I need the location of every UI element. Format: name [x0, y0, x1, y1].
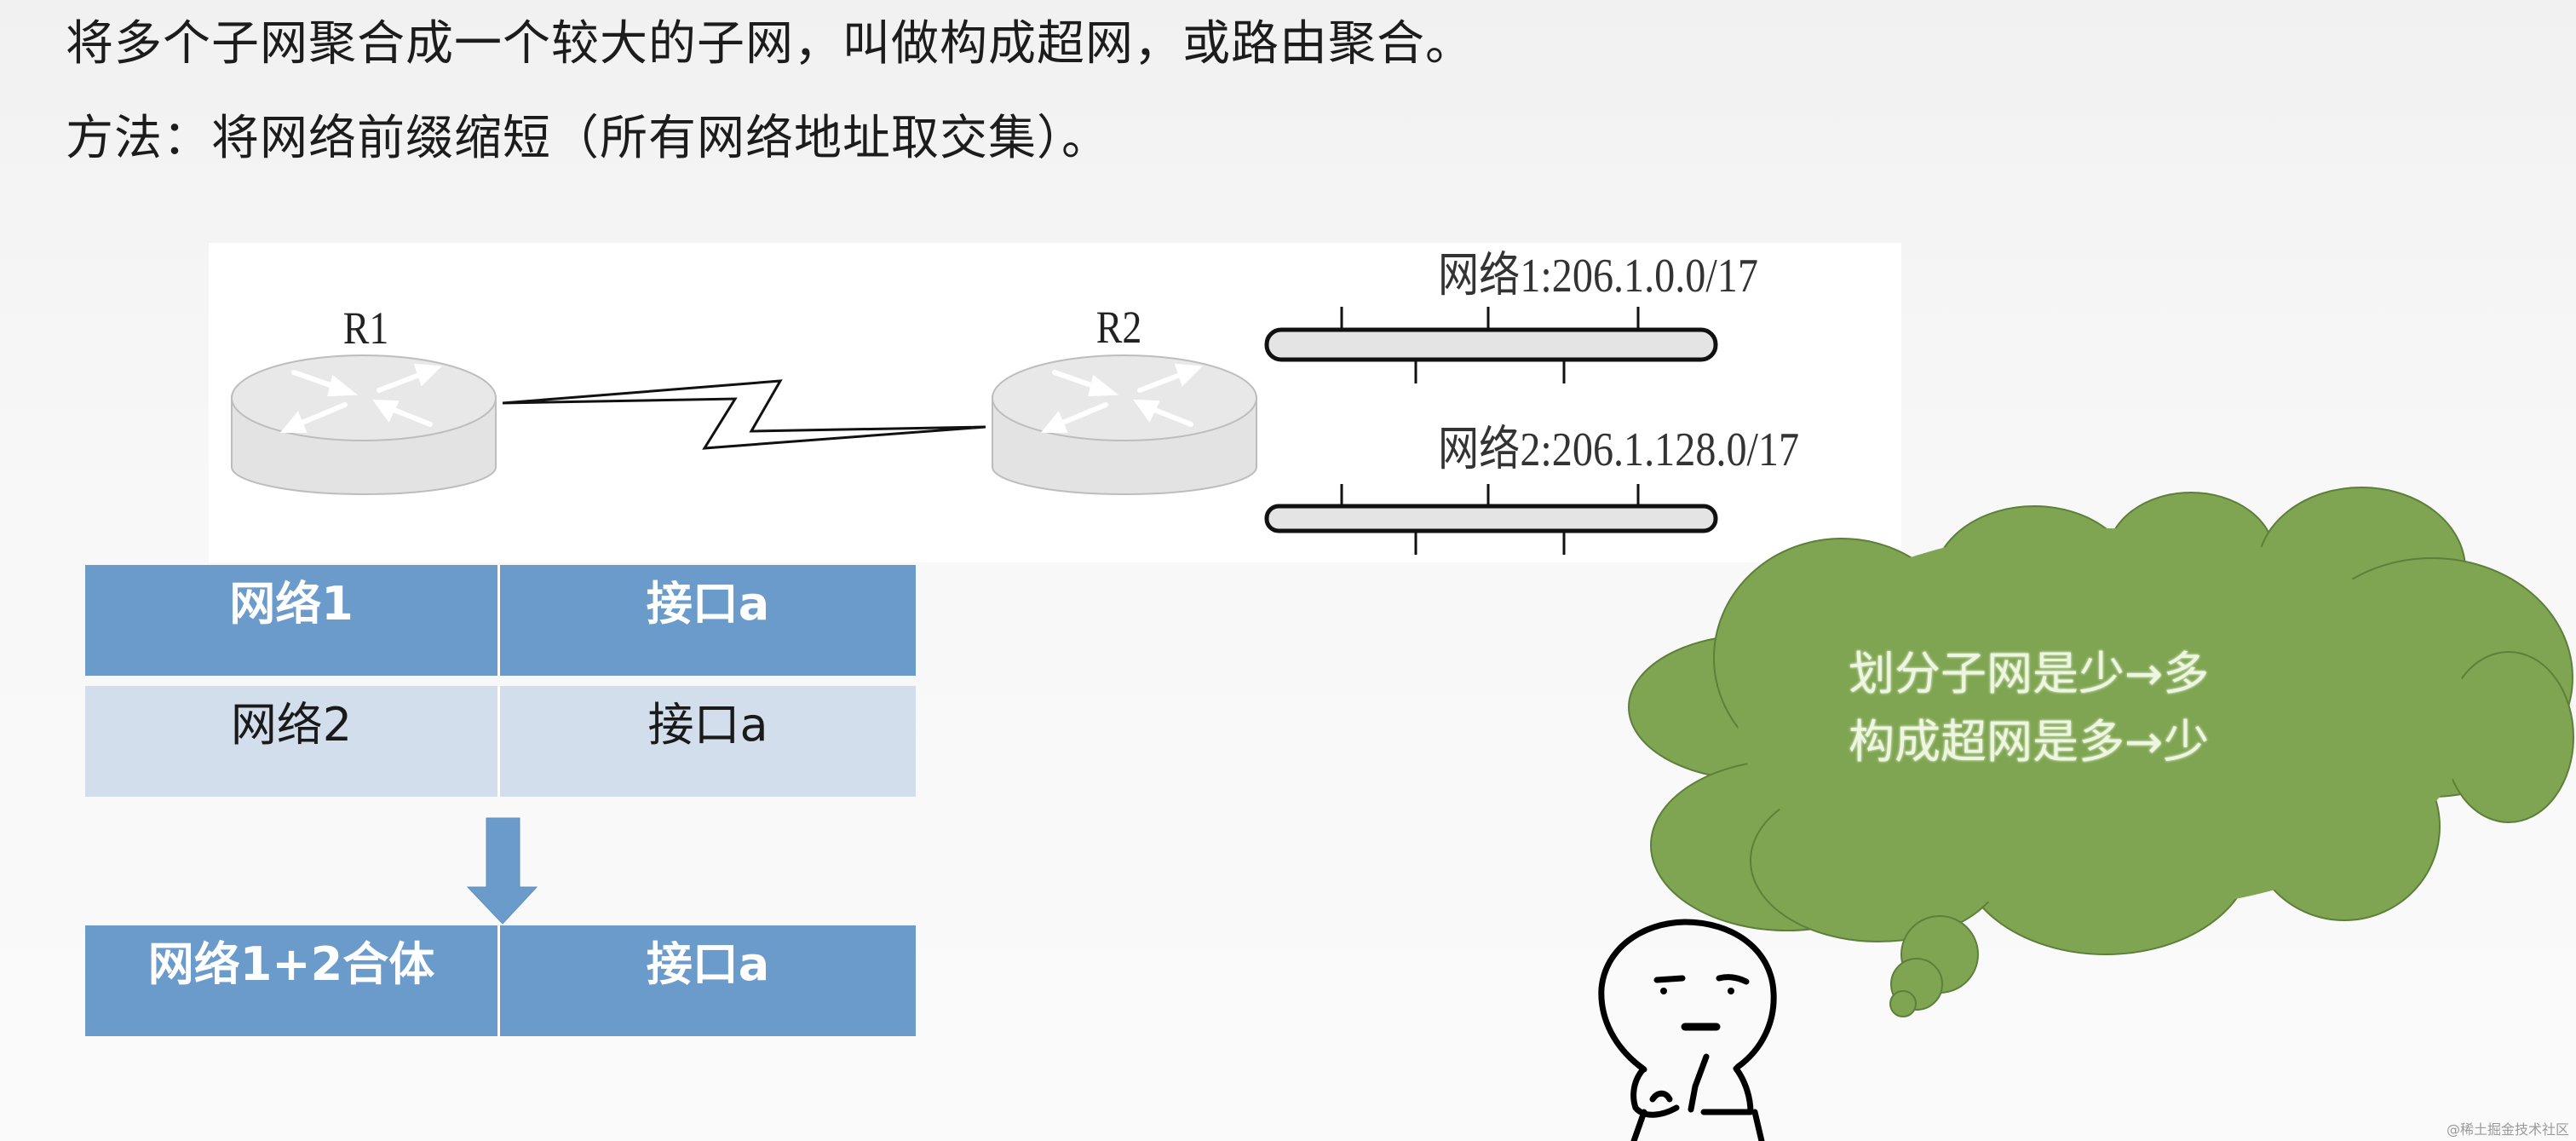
- interface-cell: 接口a: [646, 937, 770, 991]
- watermark-text: @稀土掘金技术社区: [2446, 1121, 2569, 1138]
- interface-cell: 接口a: [646, 577, 770, 631]
- router-r1-icon: [231, 354, 497, 495]
- intro-definition-text: 将多个子网聚合成一个较大的子网，叫做构成超网，或路由聚合。: [66, 16, 1474, 72]
- intro-method-text: 方法：将网络前缀缩短（所有网络地址取交集）。: [66, 111, 1110, 166]
- network-diagram-graphics: [231, 307, 1718, 555]
- network2-label: 网络2:206.1.128.0/17: [1438, 424, 1800, 476]
- network-cell: 网络1+2合体: [85, 925, 500, 1036]
- network2-bus-icon: [1264, 484, 1718, 555]
- aggregated-routing-table-row: 网络1+2合体 接口a: [85, 925, 916, 1036]
- router-r1-label: R1: [342, 303, 389, 354]
- router-r2-label: R2: [1095, 302, 1142, 353]
- interface-cell: 接口a: [647, 698, 768, 752]
- thought-cloud-line1: 划分子网是少→多: [1849, 647, 2210, 700]
- thought-cloud-line2: 构成超网是多→少: [1849, 715, 2210, 769]
- router-r2-icon: [992, 354, 1257, 495]
- network-cell: 网络1: [85, 565, 500, 676]
- serial-link-icon: [502, 379, 986, 450]
- network1-label: 网络1:206.1.0.0/17: [1438, 250, 1758, 303]
- network-cell: 网络2: [85, 686, 500, 797]
- thought-cloud-icon: [1628, 487, 2574, 1017]
- routing-table-row: 网络1 接口a: [85, 565, 916, 676]
- routing-table-row: 网络2 接口a: [85, 686, 916, 797]
- thinking-character-icon: [1598, 919, 1777, 1141]
- down-arrow-icon: [466, 817, 538, 925]
- network1-bus-icon: [1264, 307, 1718, 383]
